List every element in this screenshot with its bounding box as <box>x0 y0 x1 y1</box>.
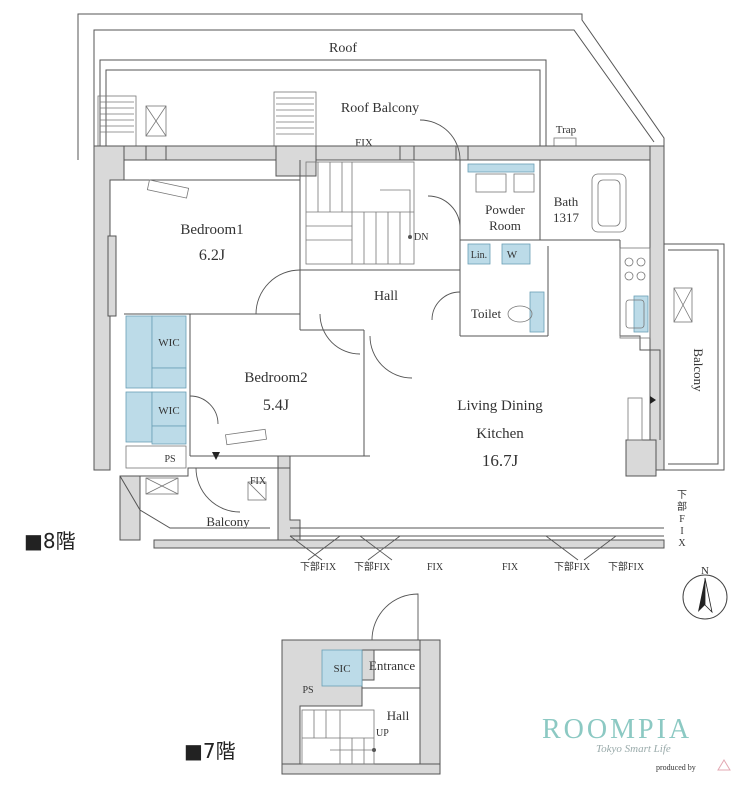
fix-label-2: 下部FIX <box>354 560 391 573</box>
north-label: N <box>701 565 709 577</box>
svg-text:部: 部 <box>677 500 687 513</box>
ldk-label-1: Living Dining <box>457 398 543 414</box>
floor7-label: ■7階 <box>184 739 236 763</box>
staircase <box>305 161 415 265</box>
up-label: UP <box>376 728 389 739</box>
bedroom1-size: 6.2J <box>199 247 225 264</box>
bedroom2-arrow-icon <box>212 452 220 460</box>
bedroom1-label: Bedroom1 <box>180 222 243 238</box>
bedroom1-ac <box>146 179 190 199</box>
svg-text:I: I <box>680 526 683 537</box>
hall7-label: Hall <box>387 708 410 723</box>
bottom-balcony <box>119 467 290 529</box>
fix-small-label: FIX <box>250 476 267 487</box>
producer-logo-icon <box>717 759 731 771</box>
floor8-label: ■8階 <box>24 529 76 553</box>
sic-closet <box>321 649 363 687</box>
ldk-size: 16.7J <box>482 451 519 470</box>
powder-door[interactable] <box>427 195 461 229</box>
wet-area <box>467 163 627 333</box>
brand-tagline: Tokyo Smart Life <box>596 743 671 755</box>
bedroom2-size: 5.4J <box>263 397 289 414</box>
brand-logo: ROOMPIA <box>542 714 692 745</box>
powder-room-label: Room <box>489 218 521 233</box>
sic-label: SIC <box>333 663 350 675</box>
side-fix-label: 下 部 F I X <box>677 490 687 549</box>
hall-label: Hall <box>374 289 398 304</box>
balcony-bottom-label: Balcony <box>206 514 250 529</box>
bedroom1-window <box>107 235 117 317</box>
wic2-door[interactable] <box>189 395 219 425</box>
right-balcony <box>664 243 725 471</box>
ps-label: PS <box>164 454 175 465</box>
bedroom2-ac <box>225 428 267 446</box>
floor8-partitions <box>124 160 664 537</box>
wic2-label: WIC <box>158 405 179 417</box>
washer-label: W <box>507 249 518 261</box>
dn-label: DN <box>414 232 428 243</box>
toilet-label: Toilet <box>471 306 502 321</box>
balcony-door[interactable] <box>195 467 241 513</box>
ps7-label: PS <box>302 685 313 696</box>
bottom-fix-labels: 下部FIX 下部FIX FIX FIX 下部FIX 下部FIX <box>300 560 645 573</box>
roof-door[interactable] <box>419 119 461 161</box>
powder-label: Powder <box>485 202 525 217</box>
svg-text:下: 下 <box>677 490 687 501</box>
fix-label-3: FIX <box>427 562 444 573</box>
trap-hatch <box>553 137 577 147</box>
bedroom1-door[interactable] <box>255 269 301 315</box>
roof-label: Roof <box>329 41 357 56</box>
ldk-label-2: Kitchen <box>476 426 524 442</box>
roof-vents <box>97 91 317 147</box>
fix-label-4: FIX <box>502 562 519 573</box>
fix-label-5: 下部FIX <box>554 560 591 573</box>
svg-text:X: X <box>678 538 686 549</box>
wic-closets <box>125 315 187 445</box>
wic1-label: WIC <box>158 337 179 349</box>
ps-box <box>125 445 187 469</box>
staircase-7f <box>301 709 376 765</box>
north-compass-icon <box>682 574 728 620</box>
produced-by: produced by <box>656 763 696 772</box>
roof-balcony-label: Roof Balcony <box>341 101 419 116</box>
svg-text:F: F <box>679 514 685 525</box>
fix-label-1: 下部FIX <box>300 560 337 573</box>
trap-label: Trap <box>556 124 577 136</box>
bottom-window-swings <box>289 535 617 561</box>
toilet-door[interactable] <box>431 291 461 321</box>
bath-size: 1317 <box>553 210 580 225</box>
bath-label: Bath <box>554 194 579 209</box>
bedroom2-door[interactable] <box>319 313 361 355</box>
fix-label-6: 下部FIX <box>608 560 645 573</box>
balcony-right-label: Balcony <box>691 348 706 392</box>
ldk-door[interactable] <box>369 335 413 379</box>
entrance-label: Entrance <box>369 658 415 673</box>
entrance-door[interactable] <box>371 593 419 641</box>
kitchen-counter <box>619 247 656 441</box>
bedroom2-label: Bedroom2 <box>244 370 307 386</box>
linen-label: Lin. <box>471 250 487 261</box>
